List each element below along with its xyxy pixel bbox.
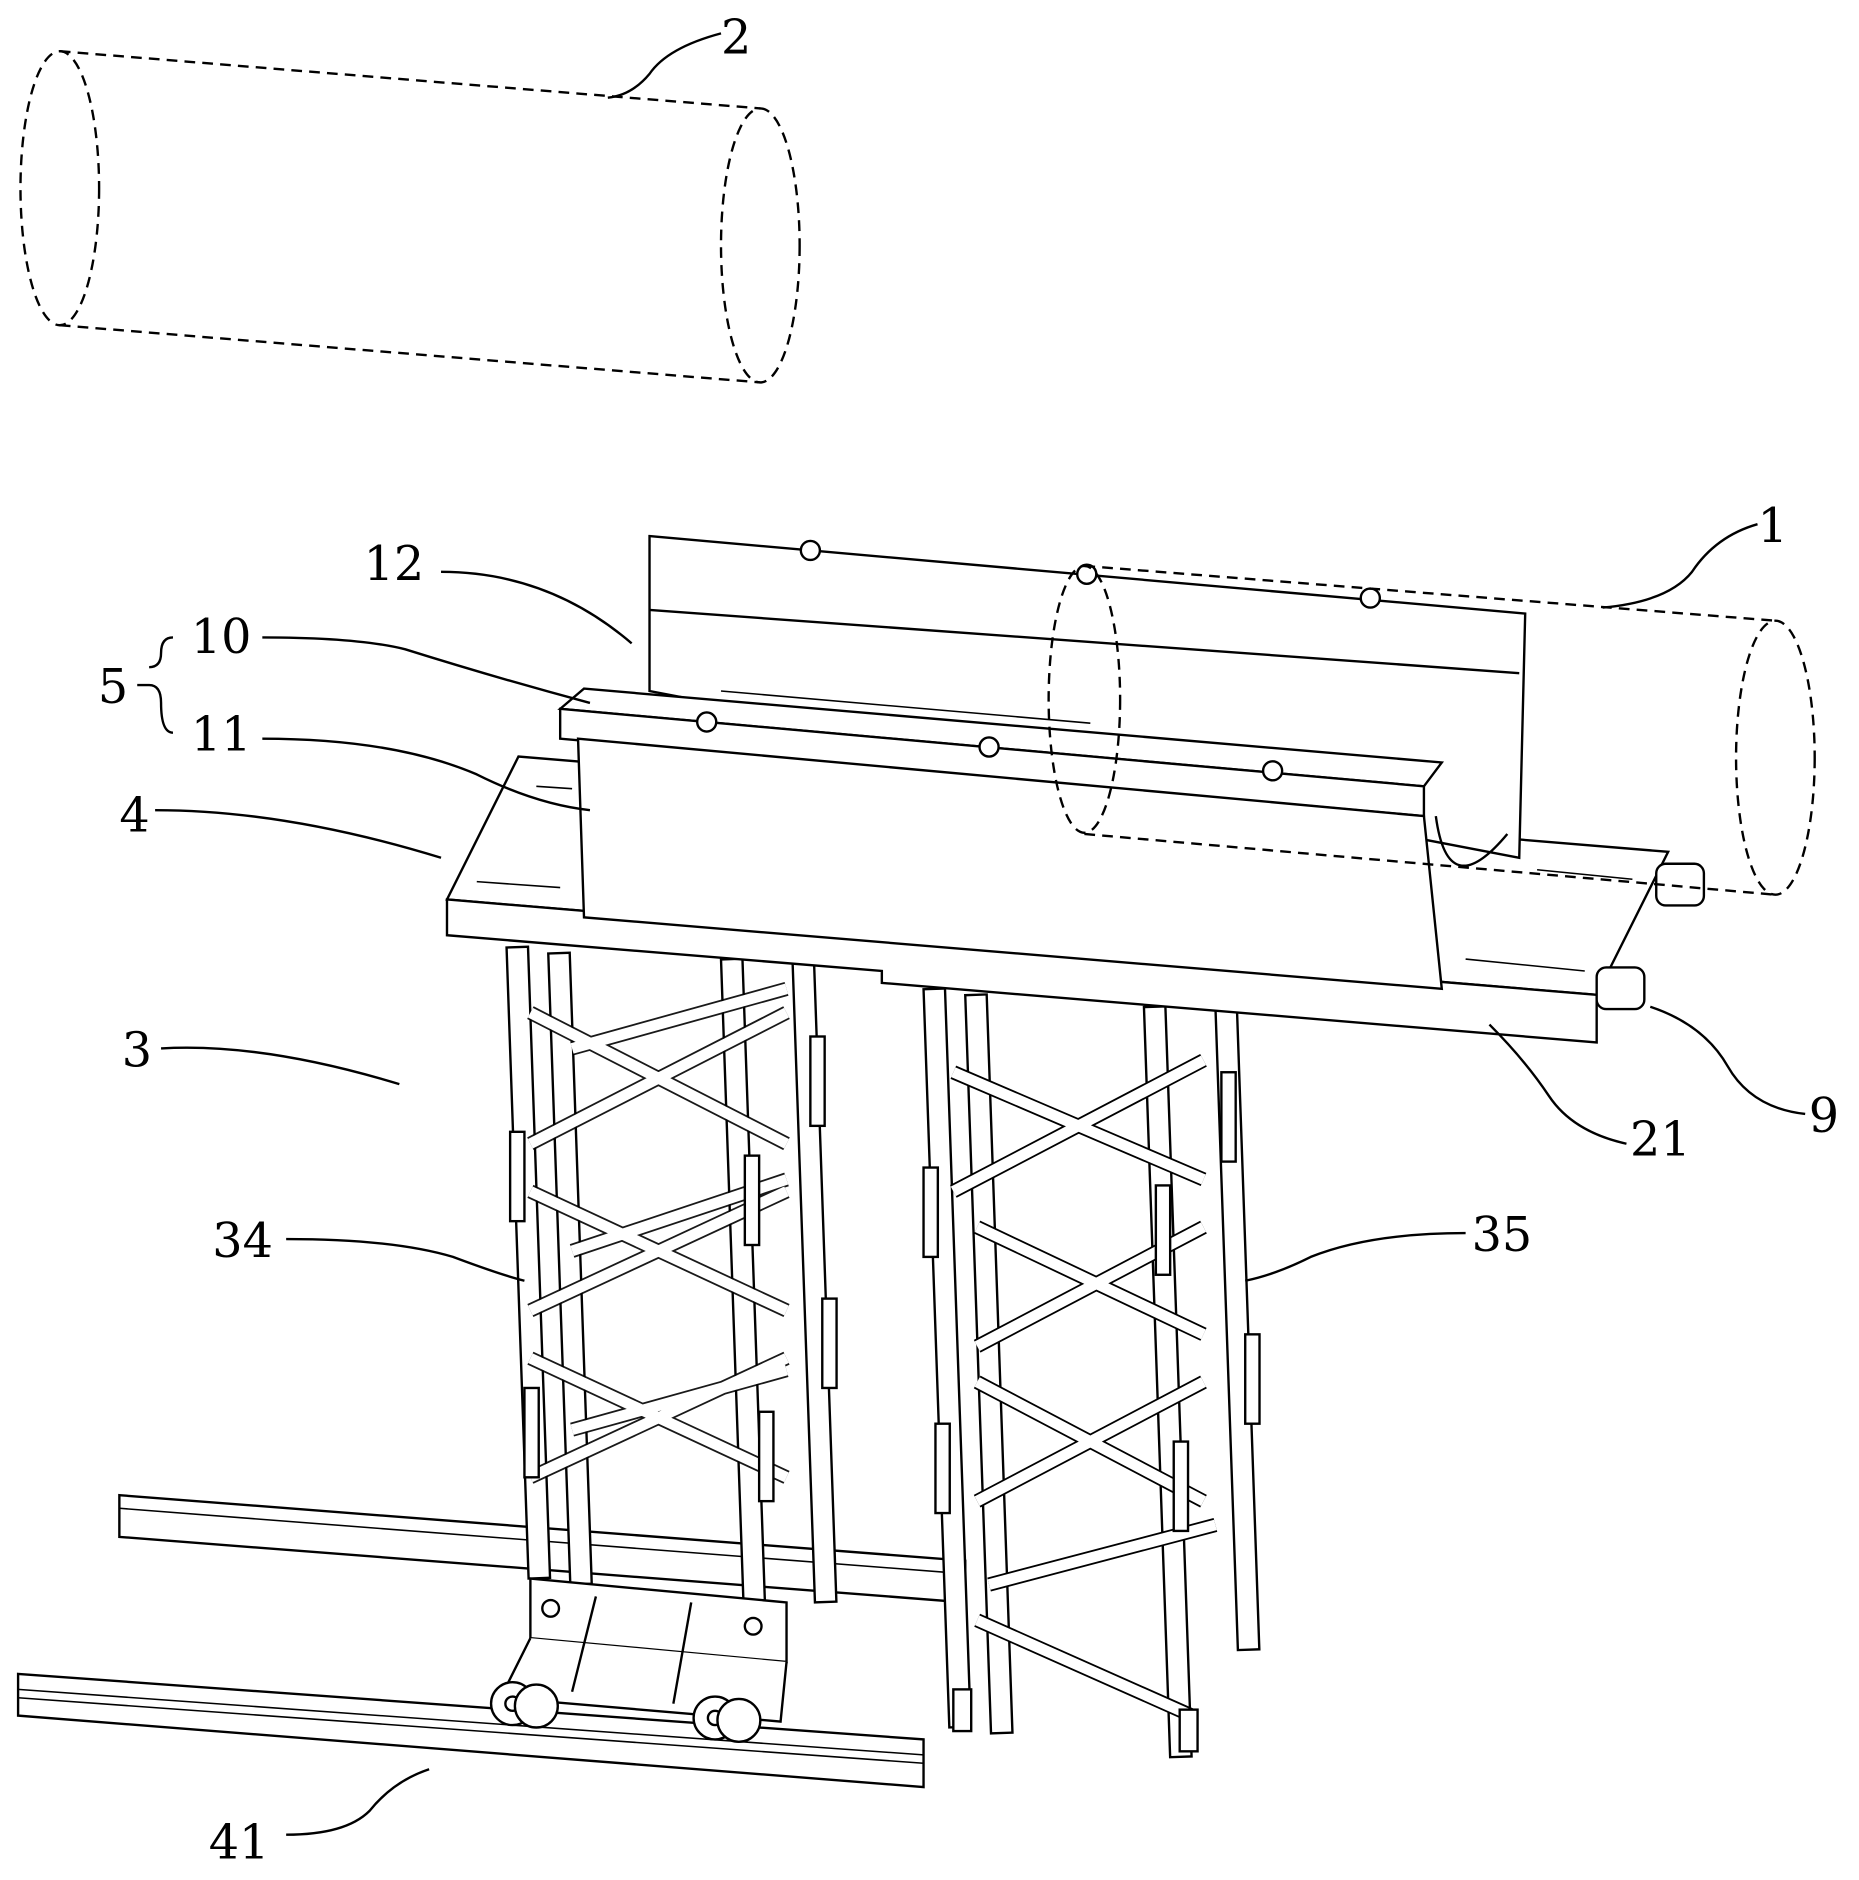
label-35: 35 [1472, 1208, 1533, 1263]
travel-cart [491, 1579, 786, 1742]
support-tower-35 [924, 988, 1260, 1757]
support-tower-34 [507, 947, 837, 1603]
label-11: 11 [191, 708, 252, 763]
label-41: 41 [209, 1816, 270, 1871]
label-5: 5 [98, 660, 128, 715]
label-3: 3 [122, 1023, 152, 1078]
label-10: 10 [191, 610, 252, 665]
label-1: 1 [1758, 499, 1788, 554]
label-9: 9 [1809, 1089, 1839, 1144]
label-21: 21 [1630, 1113, 1691, 1168]
label-4: 4 [119, 789, 149, 844]
label-12: 12 [364, 537, 425, 592]
pipe-2-dashed [20, 51, 799, 382]
label-34: 34 [212, 1214, 273, 1269]
label-2: 2 [721, 11, 751, 66]
